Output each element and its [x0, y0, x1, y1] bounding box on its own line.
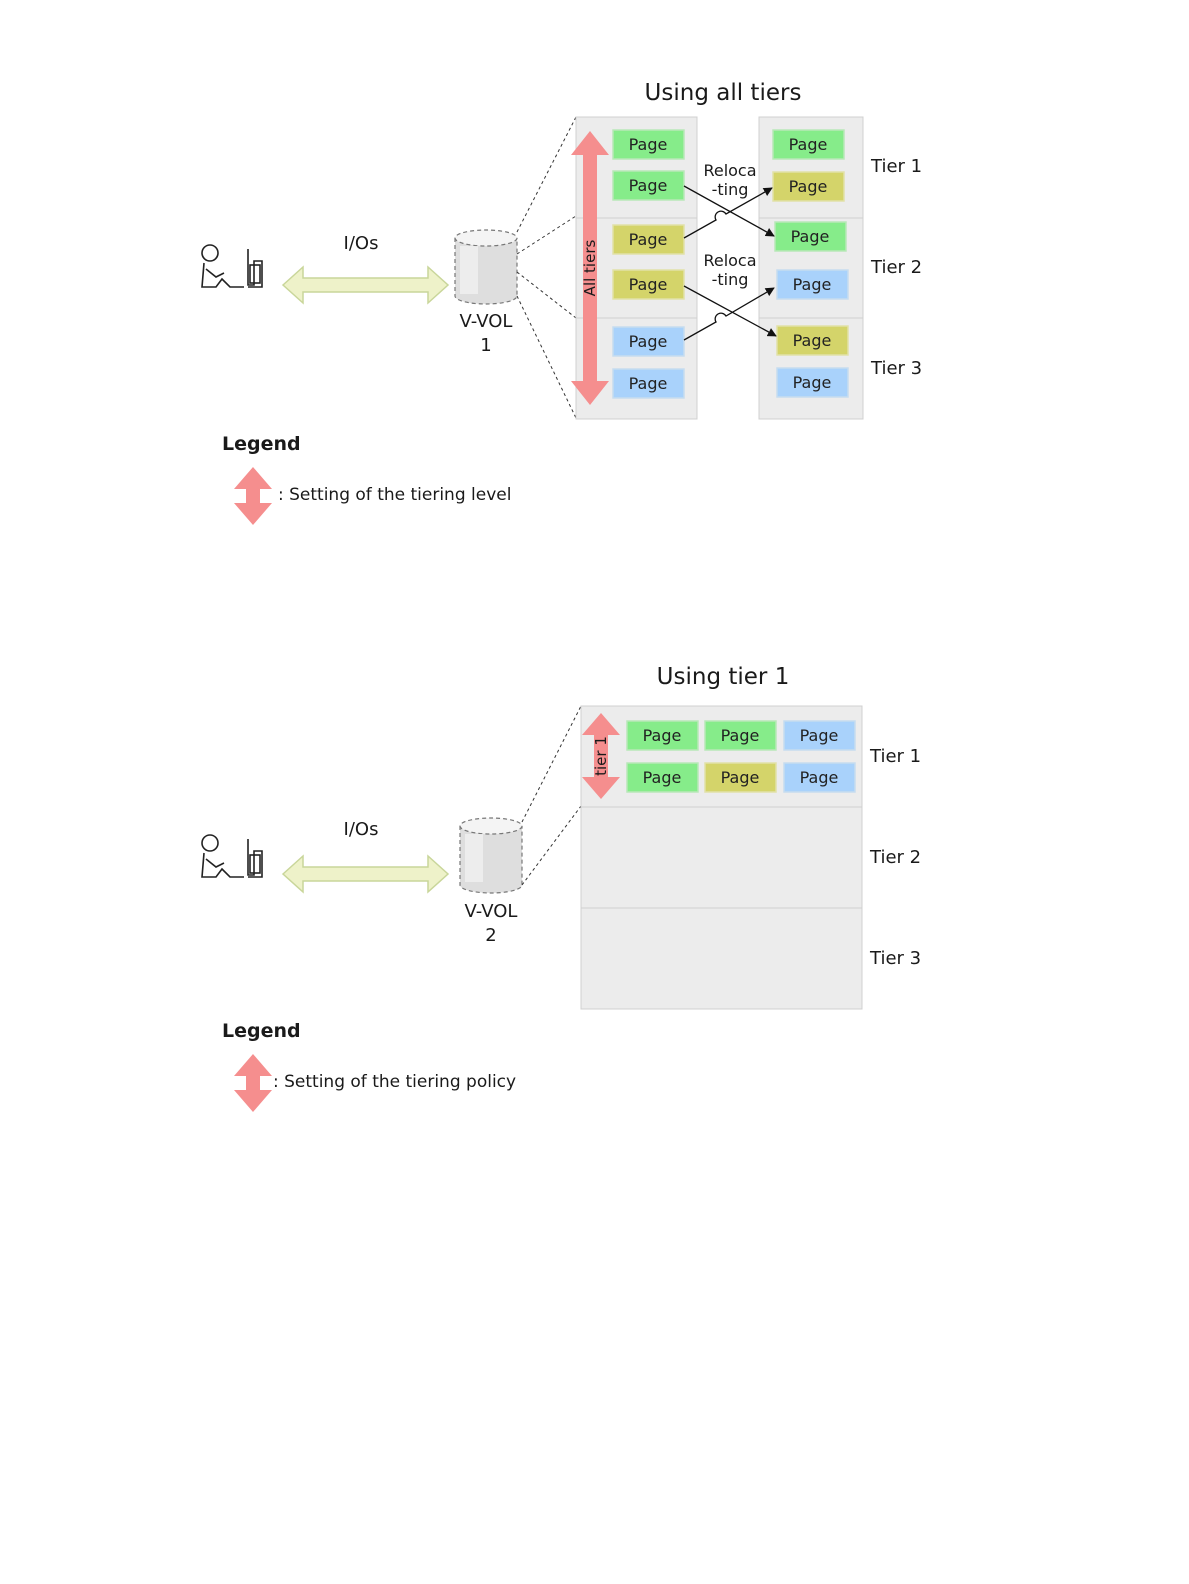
relocation-arrows [683, 185, 777, 341]
diagram-all-tiers: Using all tiers I/Os V-VOL 1 [201, 80, 922, 525]
page-box: Page [626, 762, 699, 793]
page-box: Page [783, 762, 856, 793]
user-at-computer-icon [201, 244, 263, 288]
vvol-1-label: V-VOL [460, 311, 513, 332]
tier-1-range-arrow [582, 713, 620, 799]
io-label-2: I/Os [344, 819, 379, 840]
io-bidirectional-arrow [281, 265, 450, 305]
vvol-1-number: 1 [480, 335, 491, 356]
legend-2-range-arrow [234, 1054, 272, 1112]
svg-text:Page: Page [793, 373, 832, 392]
vvol-1-cylinder-icon [454, 229, 518, 305]
relocating-label-2-cont: -ting [712, 270, 749, 289]
diagram-tier-1: Using tier 1 I/Os V-VOL 2 [201, 664, 921, 1112]
svg-text:Page: Page [629, 176, 668, 195]
legend-2-text: : Setting of the tiering policy [273, 1072, 516, 1092]
tier-1-label-2: Tier 1 [869, 746, 921, 767]
io-label: I/Os [344, 233, 379, 254]
vvol-2-number: 2 [485, 925, 496, 946]
page-box: Page [776, 367, 849, 398]
svg-text:Page: Page [721, 726, 760, 745]
tier-1-label: Tier 1 [870, 156, 922, 177]
page-box: Page [704, 720, 777, 751]
relocating-label-1: Reloca [703, 161, 756, 180]
tier-1-pages: Page Page Page Page Page Page [626, 720, 856, 793]
page-box: Page [612, 224, 685, 255]
svg-text:Page: Page [629, 332, 668, 351]
vvol-2-mapping-lines [521, 705, 582, 886]
tier-2-label-2: Tier 2 [869, 847, 921, 868]
page-box: Page [776, 325, 849, 356]
svg-text:Page: Page [789, 135, 828, 154]
svg-text:Page: Page [629, 135, 668, 154]
page-box: Page [612, 326, 685, 357]
svg-text:Page: Page [793, 331, 832, 350]
page-box: Page [774, 221, 847, 252]
relocating-label-2: Reloca [703, 251, 756, 270]
legend-2-title: Legend [222, 1020, 301, 1042]
svg-text:Page: Page [793, 275, 832, 294]
vvol-1-mapping-lines [516, 116, 577, 419]
page-box: Page [612, 170, 685, 201]
tier-3-label: Tier 3 [870, 358, 922, 379]
page-box: Page [776, 269, 849, 300]
svg-text:Page: Page [800, 726, 839, 745]
left-pages: Page Page Page Page Page Page [612, 129, 685, 399]
svg-text:Page: Page [643, 726, 682, 745]
page-box: Page [783, 720, 856, 751]
legend-1-title: Legend [222, 433, 301, 455]
svg-text:Page: Page [643, 768, 682, 787]
io-bidirectional-arrow-2 [281, 854, 450, 894]
user-at-computer-icon [201, 834, 263, 878]
page-box: Page [612, 269, 685, 300]
right-pages: Page Page Page Page Page Page [772, 129, 849, 398]
page-box: Page [612, 129, 685, 160]
legend-1-text: : Setting of the tiering level [278, 485, 511, 505]
tier-1-range-label: tier 1 [592, 736, 610, 776]
vvol-2-cylinder-icon [459, 817, 523, 894]
svg-text:Page: Page [800, 768, 839, 787]
svg-text:Page: Page [789, 177, 828, 196]
vvol-2-label: V-VOL [465, 901, 518, 922]
all-tiers-range-arrow [571, 131, 609, 405]
svg-text:Page: Page [629, 374, 668, 393]
page-box: Page [772, 129, 845, 160]
all-tiers-range-label: All tiers [581, 240, 599, 297]
tier-2-label: Tier 2 [870, 257, 922, 278]
tier-3-label-2: Tier 3 [869, 948, 921, 969]
legend-1-range-arrow [234, 467, 272, 525]
page-box: Page [704, 762, 777, 793]
page-box: Page [772, 171, 845, 202]
svg-text:Page: Page [791, 227, 830, 246]
svg-text:Page: Page [629, 230, 668, 249]
diagram1-title: Using all tiers [645, 80, 802, 106]
page-box: Page [626, 720, 699, 751]
diagram2-title: Using tier 1 [657, 664, 790, 690]
svg-text:Page: Page [721, 768, 760, 787]
page-box: Page [612, 368, 685, 399]
relocating-label-1-cont: -ting [712, 180, 749, 199]
pool-stack-2 [580, 705, 863, 1010]
svg-text:Page: Page [629, 275, 668, 294]
